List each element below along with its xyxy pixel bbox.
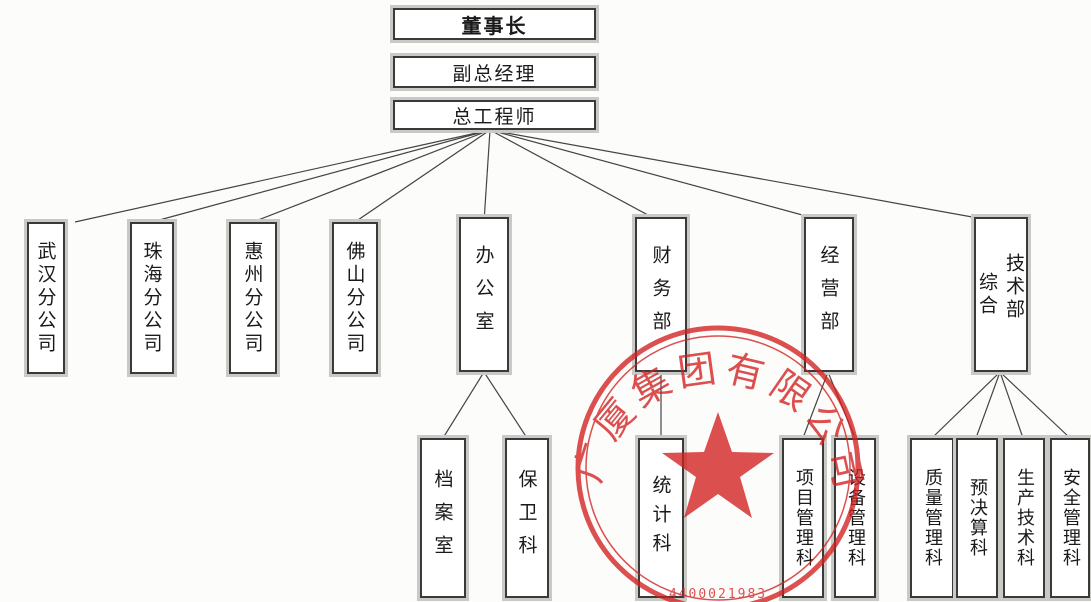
dept-tech-label: 技术部	[1003, 253, 1025, 322]
dept-wuhan-label: 武汉分公司	[34, 240, 57, 356]
chief-engineer-box: 总工程师	[393, 100, 596, 130]
sub-quality-mgmt-label: 质量管理科	[922, 468, 943, 568]
sub-statistics: 统计科	[638, 438, 684, 598]
chairman-box: 董事长	[393, 8, 596, 40]
sub-budget: 预决算科	[956, 438, 998, 598]
sub-equipment-mgmt: 设备管理科	[834, 438, 876, 598]
sub-statistics-label: 统计科	[649, 474, 672, 562]
sub-safety-mgmt-label: 安全管理科	[1060, 468, 1081, 568]
dept-office-label: 办公室	[472, 245, 495, 344]
chief-engineer-label: 总工程师	[452, 105, 537, 128]
deputy-gm-box: 副总经理	[393, 56, 596, 88]
sub-project-mgmt-label: 项目管理科	[793, 468, 814, 568]
sub-equipment-mgmt-label: 设备管理科	[845, 468, 866, 568]
sub-production-tech: 生产技术科	[1003, 438, 1045, 598]
dept-foshan: 佛山分公司	[332, 222, 378, 374]
dept-huizhou: 惠州分公司	[229, 222, 277, 374]
sub-archives-label: 档案室	[431, 468, 454, 568]
dept-tech: 技术部 综合	[974, 217, 1028, 372]
dept-zhuhai-label: 珠海分公司	[140, 240, 163, 356]
dept-business: 经营部	[804, 217, 854, 372]
dept-office: 办公室	[459, 217, 509, 372]
dept-zhuhai: 珠海分公司	[130, 222, 174, 374]
deputy-gm-label: 副总经理	[452, 62, 537, 85]
chairman-label: 董事长	[461, 13, 528, 38]
sub-archives: 档案室	[420, 438, 466, 598]
dept-business-label: 经营部	[817, 245, 840, 344]
dept-finance-label: 财务部	[649, 245, 672, 344]
dept-wuhan: 武汉分公司	[27, 222, 65, 374]
sub-quality-mgmt: 质量管理科	[910, 438, 954, 598]
dept-huizhou-label: 惠州分公司	[241, 240, 264, 356]
sub-security-label: 保卫科	[515, 468, 538, 568]
sub-security: 保卫科	[505, 438, 549, 598]
dept-foshan-label: 佛山分公司	[343, 240, 366, 356]
sub-safety-mgmt: 安全管理科	[1050, 438, 1090, 598]
dept-finance: 财务部	[635, 217, 687, 372]
sub-production-tech-label: 生产技术科	[1014, 468, 1035, 568]
sub-budget-label: 预决算科	[967, 478, 988, 558]
sub-project-mgmt: 项目管理科	[782, 438, 824, 598]
dept-tech-label-2: 综合	[976, 271, 998, 318]
